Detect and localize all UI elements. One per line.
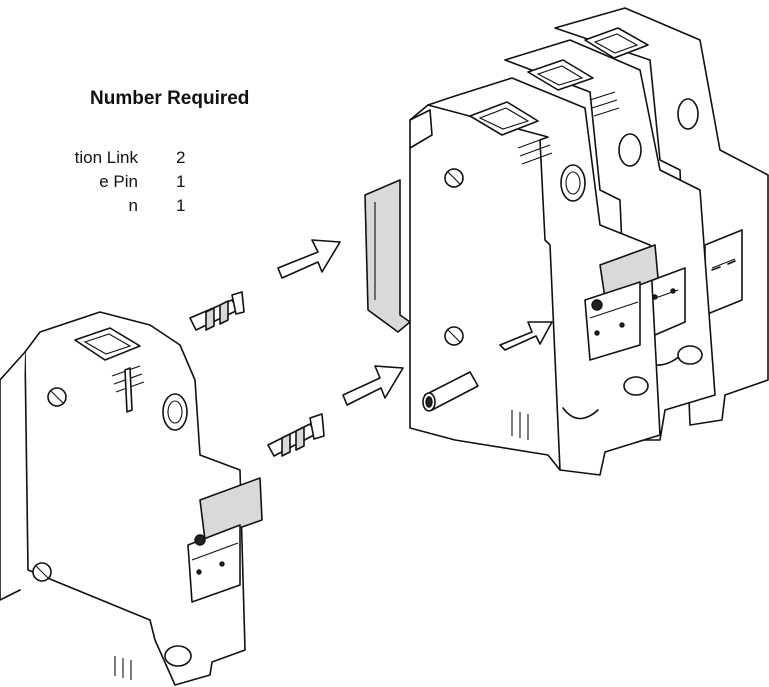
din-rail-clip: [364, 179, 411, 333]
part-name: tion Link: [74, 148, 138, 167]
parts-row: n 1: [0, 194, 200, 218]
fuse-door: [199, 477, 263, 541]
fuse-door: [599, 244, 659, 299]
arrow-icon: [277, 239, 341, 279]
parts-row: e Pin 1: [0, 170, 200, 194]
arrow-icon: [342, 365, 404, 406]
indicator-icon: [591, 299, 603, 311]
parts-row: tion Link 2: [0, 146, 200, 170]
parts-table: tion Link 2 e Pin 1 n 1: [0, 146, 200, 218]
part-qty: 2: [176, 148, 186, 167]
parts-table-heading: Number Required: [90, 88, 250, 109]
arrow-icon: [499, 321, 553, 351]
part-name: e Pin: [99, 172, 138, 191]
connection-link: [267, 413, 325, 457]
indicator-icon: [194, 534, 206, 546]
part-qty: 1: [176, 196, 186, 215]
part-qty: 1: [176, 172, 186, 191]
interlock-pin: [422, 371, 479, 412]
front-pole: [364, 77, 661, 476]
three-pole-fuse-holder: [364, 7, 769, 476]
rear-pole: [554, 7, 769, 426]
part-name: n: [128, 196, 138, 215]
single-pole-fuse-holder: [0, 311, 263, 686]
connection-link: [189, 291, 245, 331]
